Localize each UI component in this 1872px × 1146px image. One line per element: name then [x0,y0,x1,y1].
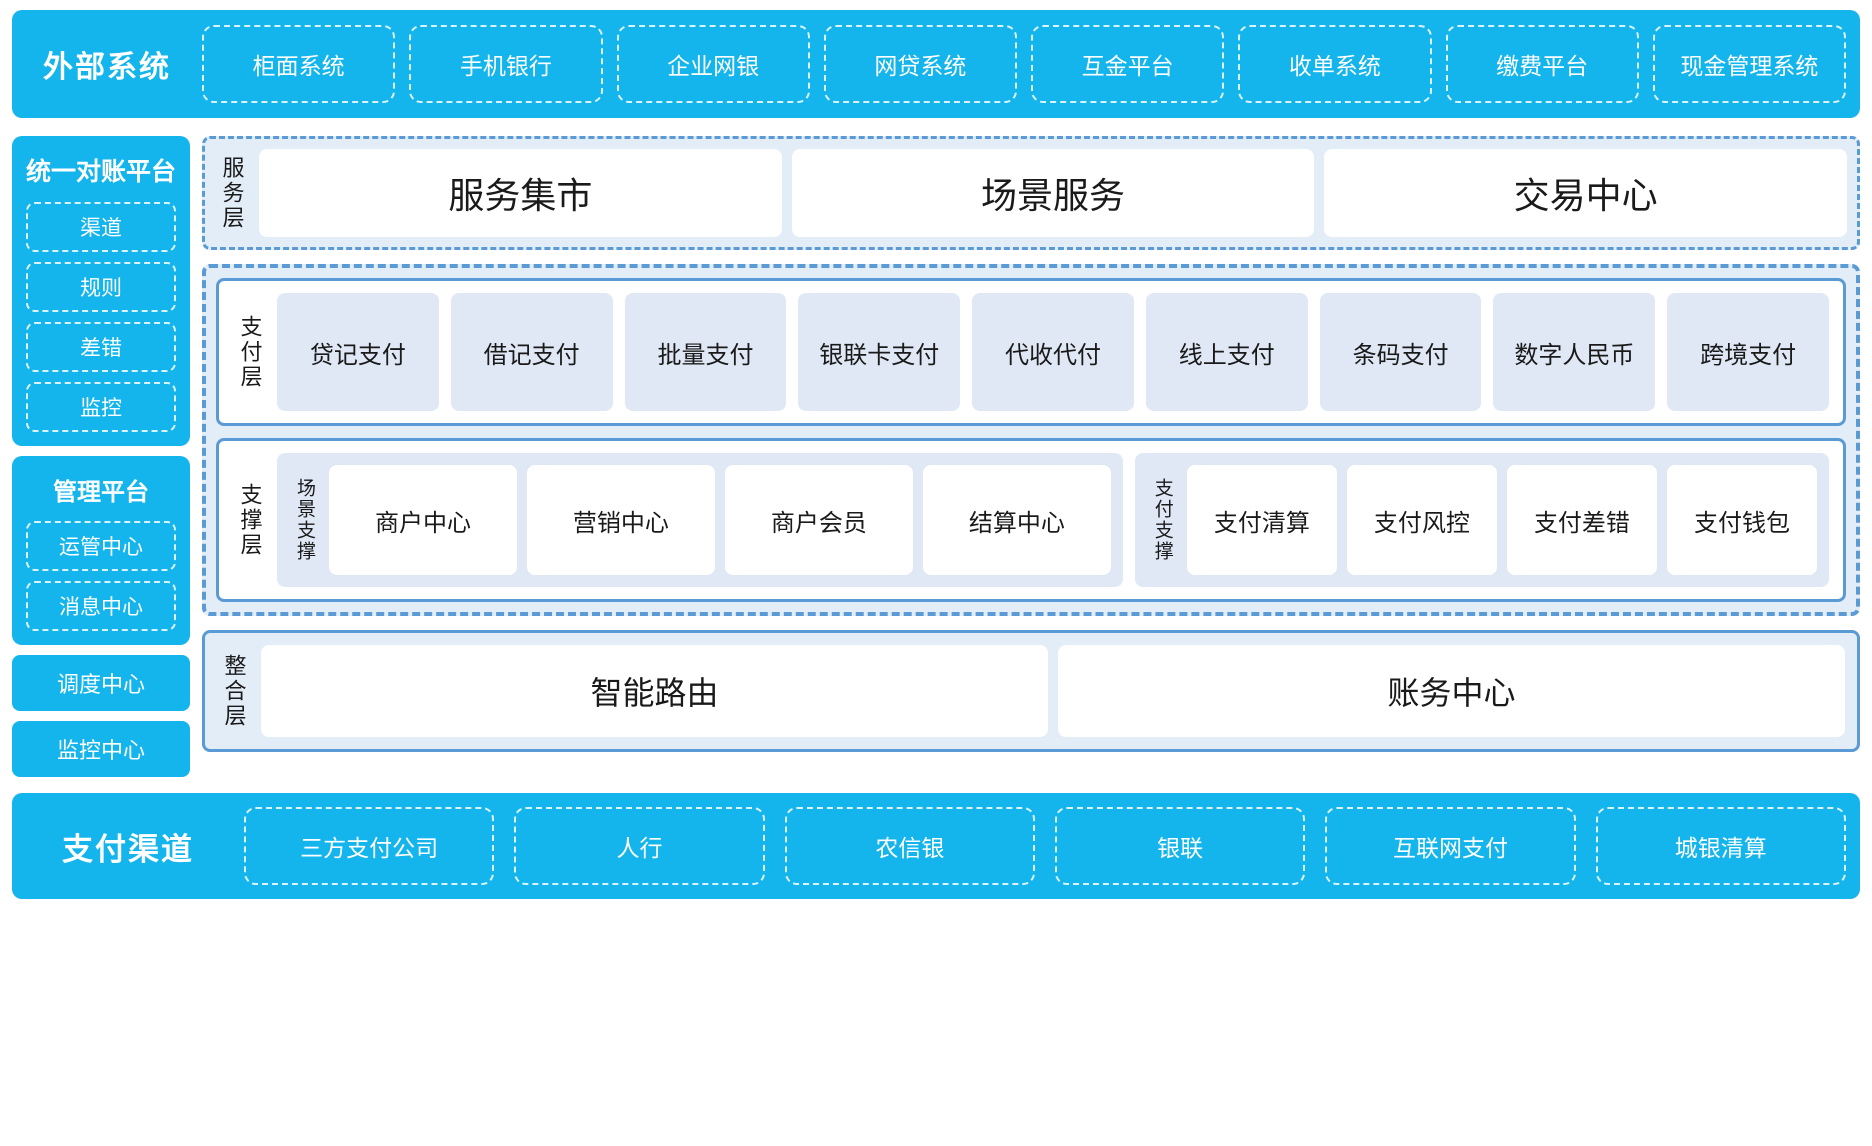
management-item-message-center[interactable]: 消息中心 [26,581,176,631]
payment-channel-item[interactable]: 互联网支付 [1325,807,1576,885]
support-group-scenario-label: 场景支撑 [293,478,315,562]
support-item-merchant-member[interactable]: 商户会员 [724,465,913,575]
payment-channels-band: 支付渠道 三方支付公司 人行 农信银 银联 互联网支付 城银清算 [12,793,1860,899]
external-system-item[interactable]: 网贷系统 [823,25,1017,103]
payment-item-credit[interactable]: 贷记支付 [277,293,439,411]
integration-layer-label: 整合层 [221,653,247,729]
support-layer-label: 支撑层 [237,482,263,558]
payment-item-collection-payment[interactable]: 代收代付 [972,293,1134,411]
payment-item-barcode[interactable]: 条码支付 [1319,293,1482,411]
payment-channel-item[interactable]: 城银清算 [1595,807,1846,885]
external-systems-chip-list: 柜面系统 手机银行 企业网银 网贷系统 互金平台 收单系统 缴费平台 现金管理系… [202,25,1846,103]
middle-section: 统一对账平台 渠道 规则 差错 监控 管理平台 运管中心 消息中心 调度中心 监… [12,136,1860,777]
payment-channels-chip-list: 三方支付公司 人行 农信银 银联 互联网支付 城银清算 [244,807,1846,885]
integration-layer-box: 整合层 智能路由 账务中心 [202,630,1860,752]
scheduling-center-card[interactable]: 调度中心 [12,655,190,711]
payment-layer-row: 支付层 贷记支付 借记支付 批量支付 银联卡支付 代收代付 线上支付 条码支付 … [233,293,1830,411]
support-group-payment: 支付支撑 支付清算 支付风控 支付差错 支付钱包 [1134,453,1829,587]
support-layer-box: 支撑层 场景支撑 商户中心 营销中心 商户会员 结算中心 支付支撑 [216,438,1846,602]
payment-item-online[interactable]: 线上支付 [1145,293,1308,411]
integration-item-accounting-center[interactable]: 账务中心 [1058,645,1845,737]
management-item-operations-center[interactable]: 运管中心 [26,521,176,571]
service-item-transaction-center[interactable]: 交易中心 [1324,149,1848,237]
support-item-payment-wallet[interactable]: 支付钱包 [1666,465,1818,575]
payment-channel-item[interactable]: 人行 [514,807,765,885]
support-group-payment-label: 支付支撑 [1151,478,1173,562]
monitoring-center-card[interactable]: 监控中心 [12,721,190,777]
payment-channels-title: 支付渠道 [62,831,194,867]
payment-item-cross-border[interactable]: 跨境支付 [1667,293,1830,411]
payment-item-debit[interactable]: 借记支付 [450,293,613,411]
reconciliation-item-channel[interactable]: 渠道 [26,202,176,252]
external-system-item[interactable]: 缴费平台 [1445,25,1639,103]
support-item-payment-clearing[interactable]: 支付清算 [1186,465,1337,575]
service-item-marketplace[interactable]: 服务集市 [259,149,782,237]
external-system-item[interactable]: 互金平台 [1031,25,1225,103]
external-systems-title: 外部系统 [43,51,171,84]
support-layer-groups: 场景支撑 商户中心 营销中心 商户会员 结算中心 支付支撑 支付清算 支付风控 … [277,453,1829,587]
external-system-item[interactable]: 手机银行 [409,25,603,103]
service-layer-wrapper: 服务层 服务集市 场景服务 交易中心 [202,136,1860,250]
external-system-item[interactable]: 收单系统 [1238,25,1432,103]
payment-item-digital-rmb[interactable]: 数字人民币 [1493,293,1656,411]
reconciliation-item-error[interactable]: 差错 [26,322,176,372]
management-platform-title: 管理平台 [53,479,149,506]
payment-channel-item[interactable]: 农信银 [784,807,1035,885]
payment-channel-item[interactable]: 三方支付公司 [244,807,495,885]
external-system-item[interactable]: 现金管理系统 [1652,25,1846,103]
integration-item-smart-routing[interactable]: 智能路由 [261,645,1048,737]
external-systems-band: 外部系统 柜面系统 手机银行 企业网银 网贷系统 互金平台 收单系统 缴费平台 … [12,10,1860,118]
integration-layer-row: 整合层 智能路由 账务中心 [217,645,1845,737]
support-item-payment-riskcontrol[interactable]: 支付风控 [1346,465,1497,575]
payment-channel-item[interactable]: 银联 [1054,807,1306,885]
reconciliation-platform-title: 统一对账平台 [26,158,177,186]
payment-layer-box: 支付层 贷记支付 借记支付 批量支付 银联卡支付 代收代付 线上支付 条码支付 … [216,278,1846,426]
payment-support-wrapper: 支付层 贷记支付 借记支付 批量支付 银联卡支付 代收代付 线上支付 条码支付 … [202,264,1860,616]
left-platform-column: 统一对账平台 渠道 规则 差错 监控 管理平台 运管中心 消息中心 调度中心 监… [12,136,190,777]
service-layer-label: 服务层 [219,155,245,231]
support-item-settlement-center[interactable]: 结算中心 [922,465,1111,575]
support-item-payment-error[interactable]: 支付差错 [1506,465,1657,575]
service-item-scenario[interactable]: 场景服务 [791,149,1315,237]
payment-item-unionpay-card[interactable]: 银联卡支付 [798,293,961,411]
external-system-item[interactable]: 企业网银 [616,25,810,103]
reconciliation-platform-card: 统一对账平台 渠道 规则 差错 监控 [12,136,190,446]
support-item-marketing-center[interactable]: 营销中心 [526,465,715,575]
support-layer-row: 支撑层 场景支撑 商户中心 营销中心 商户会员 结算中心 支付支撑 [233,453,1829,587]
management-platform-card: 管理平台 运管中心 消息中心 [12,456,190,645]
reconciliation-item-rule[interactable]: 规则 [26,262,176,312]
external-system-item[interactable]: 柜面系统 [202,25,396,103]
reconciliation-item-monitor[interactable]: 监控 [26,382,176,432]
service-layer-row: 服务层 服务集市 场景服务 交易中心 [215,149,1848,237]
payment-layer-cells: 贷记支付 借记支付 批量支付 银联卡支付 代收代付 线上支付 条码支付 数字人民… [277,293,1830,411]
payment-item-batch[interactable]: 批量支付 [624,293,787,411]
layers-column: 服务层 服务集市 场景服务 交易中心 支付层 贷记支付 借记支付 批量支付 [202,136,1860,752]
payment-layer-label: 支付层 [237,314,263,390]
support-group-scenario: 场景支撑 商户中心 营销中心 商户会员 结算中心 [277,453,1123,587]
support-item-merchant-center[interactable]: 商户中心 [329,465,517,575]
